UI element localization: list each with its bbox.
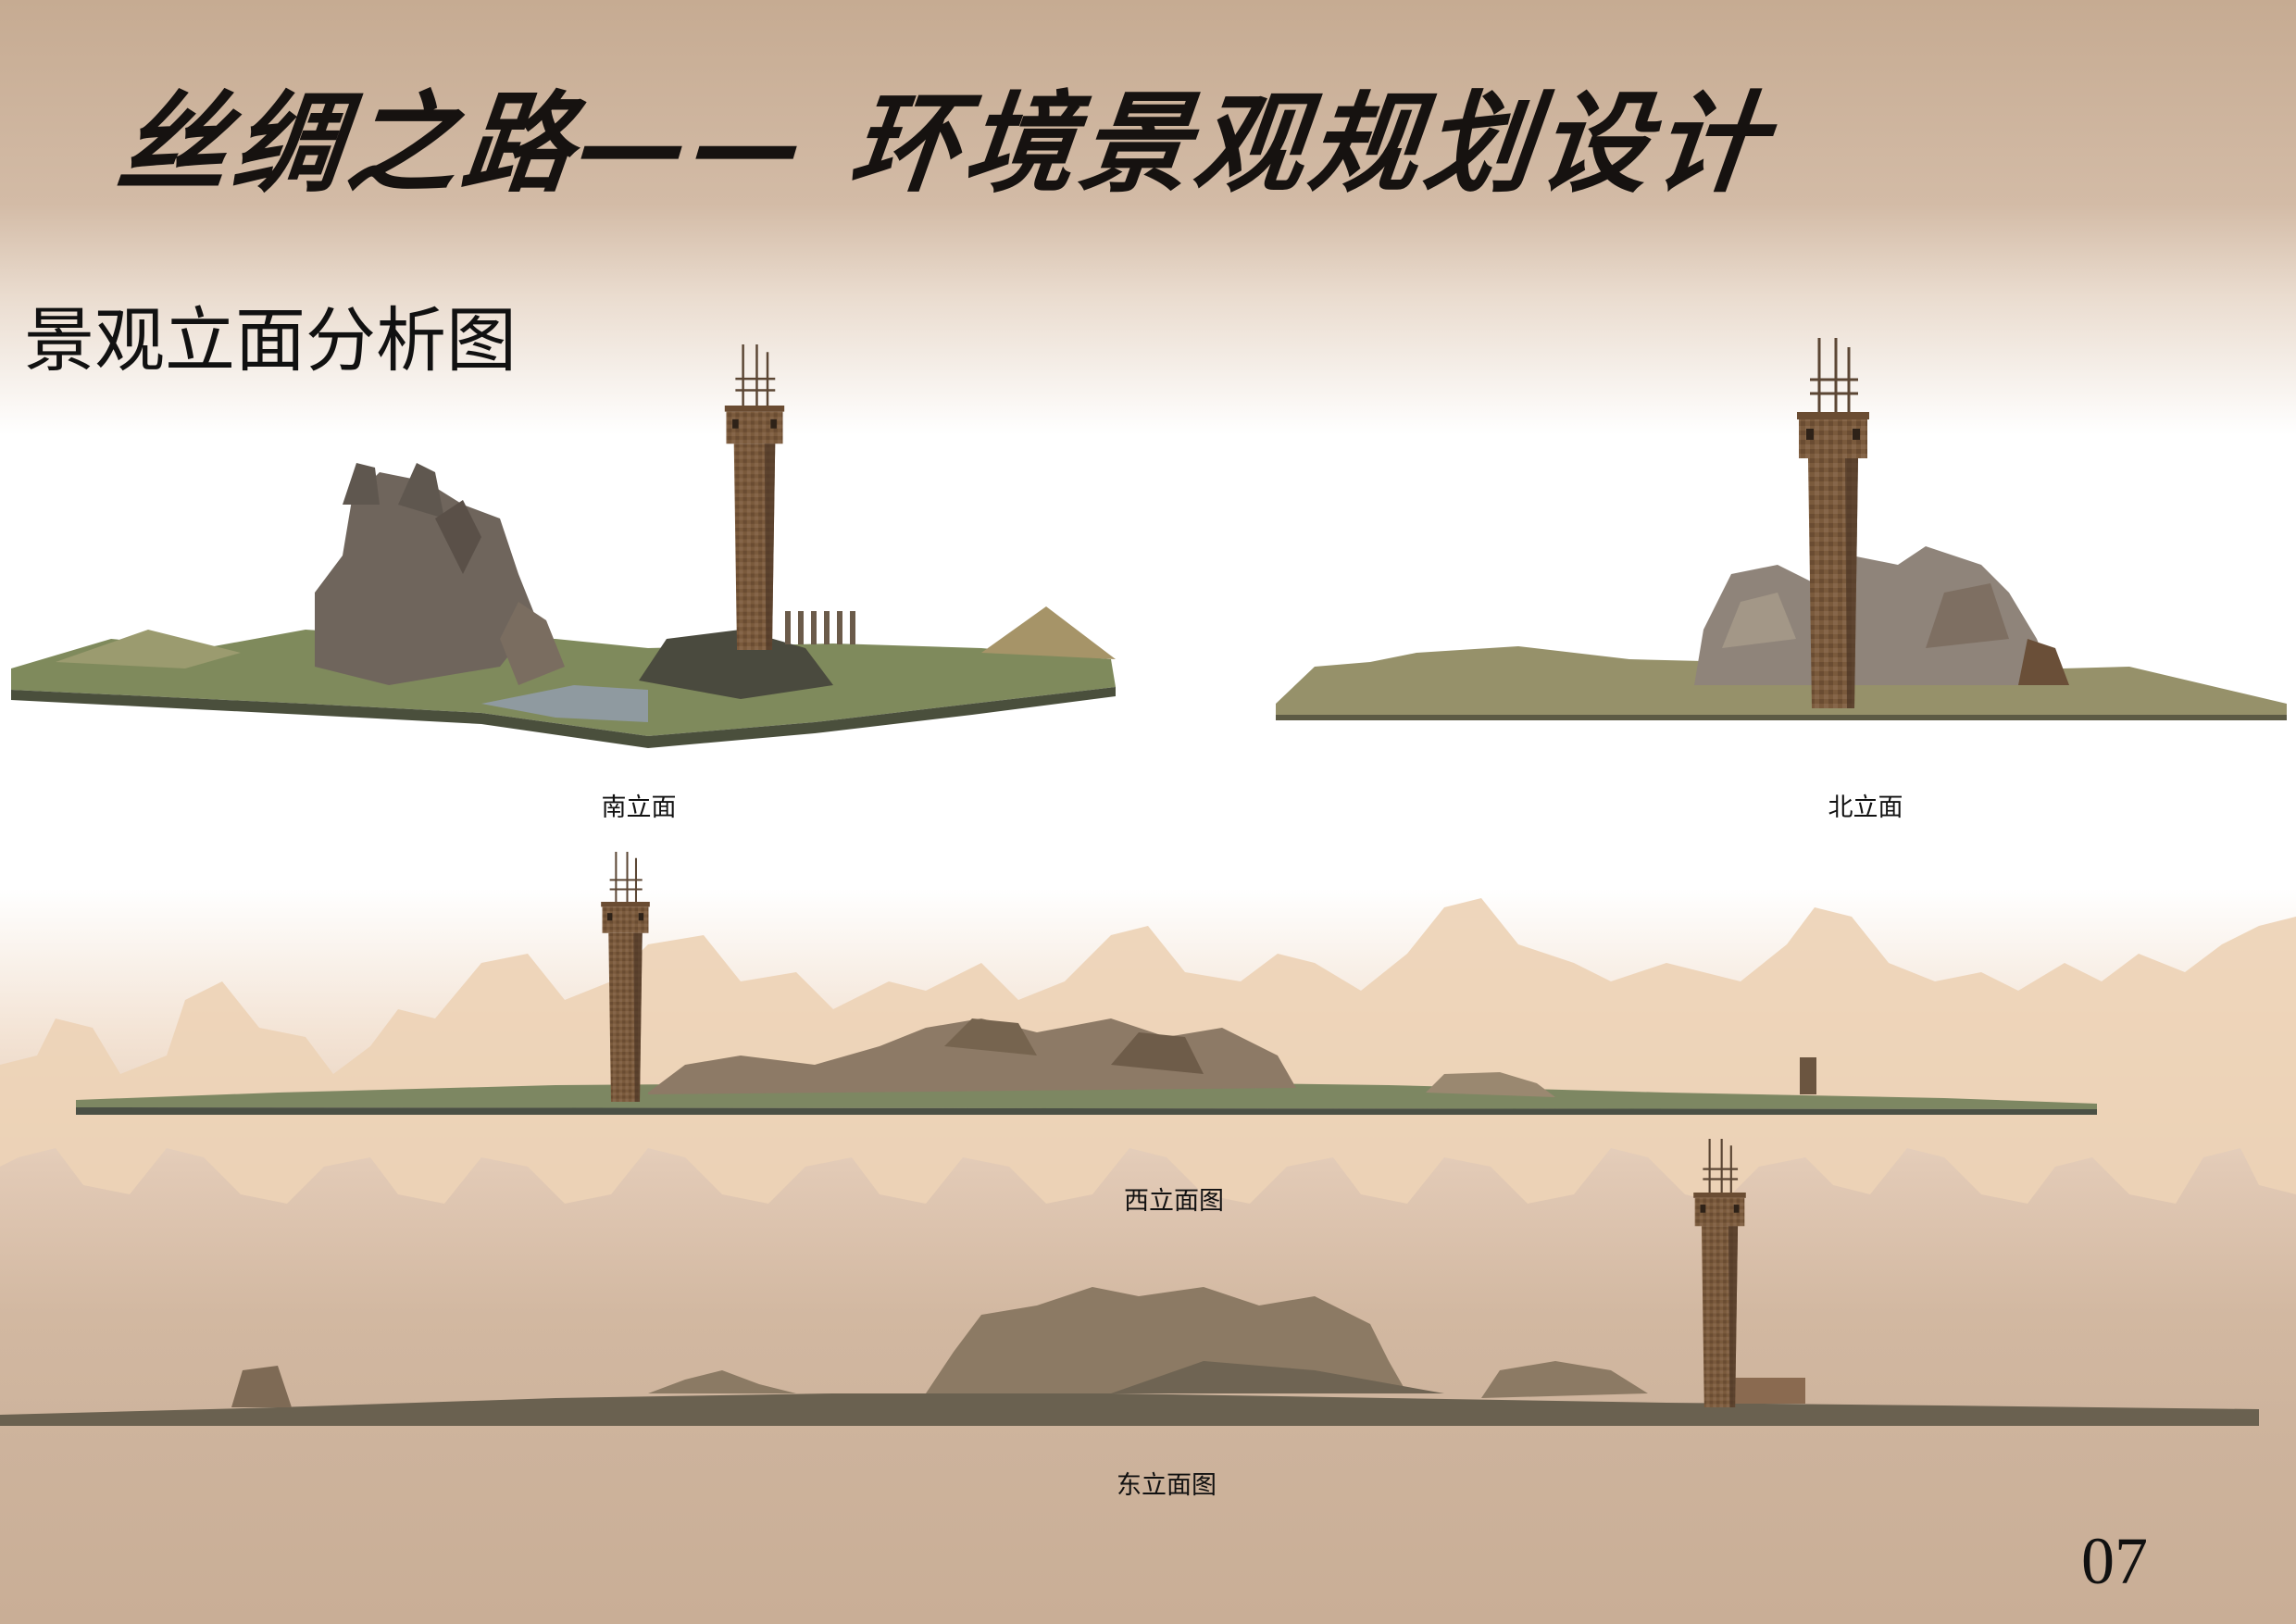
- caption-south-elevation: 南立面: [601, 793, 677, 822]
- caption-north-elevation: 北立面: [1828, 793, 1903, 822]
- section-title: 景观立面分析图: [24, 299, 517, 381]
- page-number: 07: [2081, 1524, 2148, 1598]
- caption-west-elevation: 西立面图: [1124, 1187, 1224, 1216]
- caption-east-elevation: 东立面图: [1117, 1471, 1217, 1500]
- east-elevation-drawing: [0, 1139, 2259, 1426]
- north-elevation-drawing: [1276, 338, 2287, 720]
- west-elevation-drawing: [76, 852, 2097, 1115]
- south-elevation-drawing: [11, 344, 1116, 748]
